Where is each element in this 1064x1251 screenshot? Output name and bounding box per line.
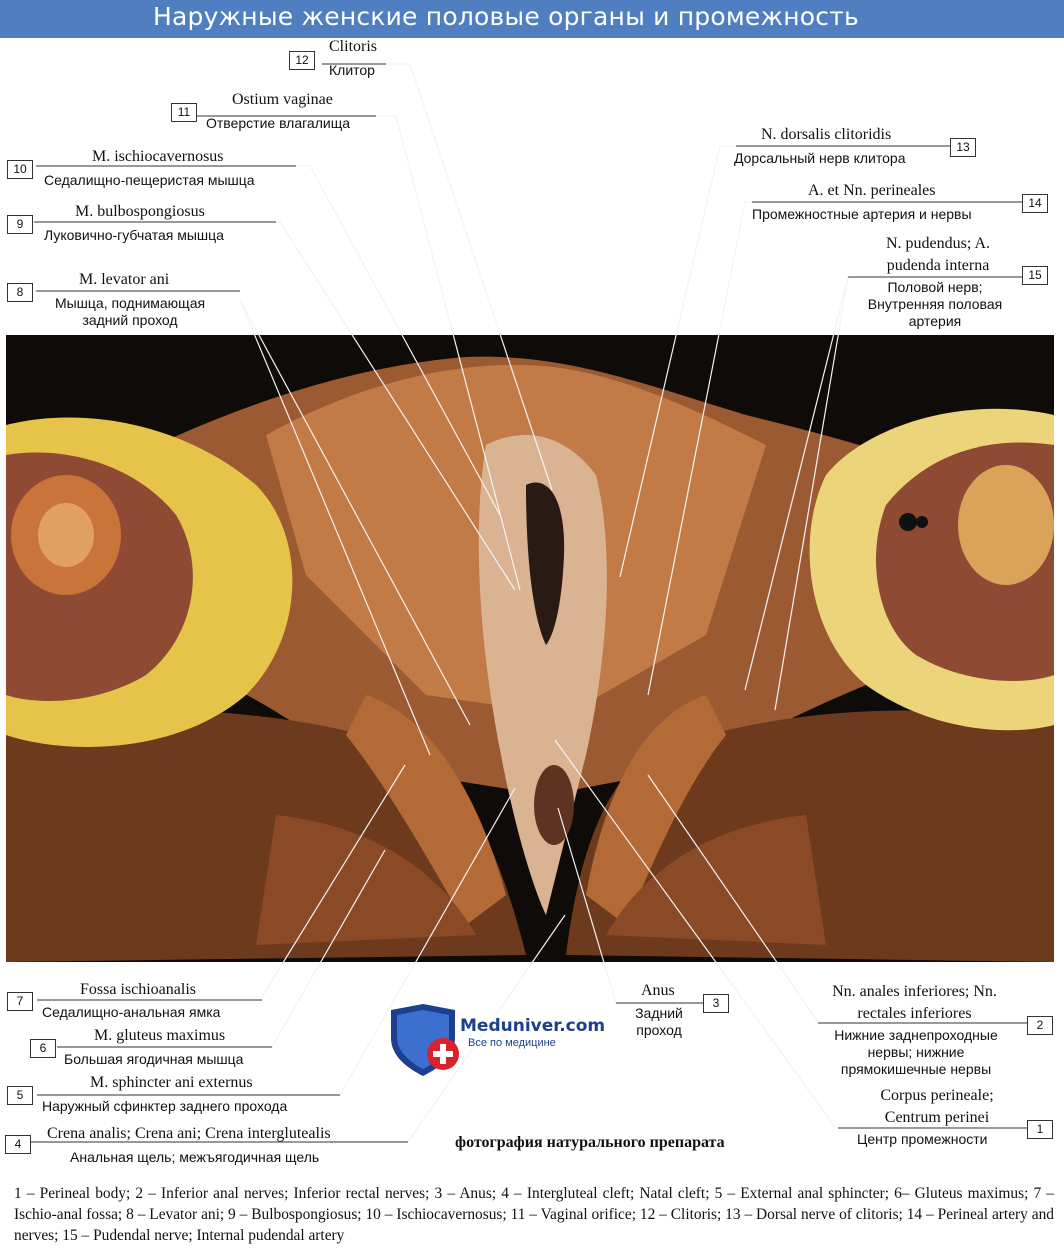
label-number-11: 11: [171, 103, 197, 122]
label-russian-13: Дорсальный нерв клитора: [734, 150, 906, 166]
label-russian-1: Центр промежности: [857, 1131, 988, 1147]
label-number-4: 4: [5, 1135, 31, 1154]
label-russian-11: Отверстие влагалища: [206, 115, 351, 131]
label-latin-11: Ostium vaginae: [232, 91, 333, 108]
label-russian-4: Анальная щель; межъягодичная щель: [70, 1149, 320, 1165]
leader-line-9: [276, 221, 516, 591]
label-number-14: 14: [1022, 194, 1048, 213]
label-number-3: 3: [703, 994, 729, 1013]
label-latin-13: N. dorsalis clitoridis: [761, 126, 892, 143]
label-russian-6: Большая ягодичная мышца: [64, 1051, 244, 1067]
label-russian-9: Луковично-губчатая мышца: [44, 227, 224, 243]
leader-line-10: [296, 165, 501, 516]
label-russian-7: Седалищно-анальная ямка: [42, 1004, 221, 1020]
leader-line-13: [619, 145, 736, 578]
photo-caption: фотография натурального препарата: [455, 1134, 725, 1151]
label-russian-8: Мышца, поднимающая задний проход: [54, 295, 206, 328]
label-russian-14: Промежностные артерия и нервы: [752, 206, 972, 222]
label-latin-3: Anus: [641, 982, 675, 999]
label-latin-5: M. sphincter ani externus: [90, 1074, 253, 1091]
label-russian-10: Седалищно-пещеристая мышца: [44, 172, 255, 188]
label-number-10: 10: [7, 160, 33, 179]
label-number-13: 13: [950, 138, 976, 157]
leader-line-15: [744, 276, 849, 711]
label-number-1: 1: [1027, 1120, 1053, 1139]
label-latin-9: M. bulbospongiosus: [75, 203, 205, 220]
label-number-12: 12: [289, 51, 315, 70]
label-number-7: 7: [7, 992, 33, 1011]
label-russian-15: Половой нерв; Внутренняя половая артерия: [867, 279, 1003, 329]
meduniver-logo: [391, 1004, 459, 1076]
label-latin-15: N. pudendus; A. pudenda interna: [886, 235, 990, 274]
leader-line-3: [557, 807, 617, 1004]
title-bar: Наружные женские половые органы и промеж…: [0, 0, 1064, 38]
leader-line-8: [239, 299, 471, 756]
label-russian-3: Задний проход: [635, 1005, 683, 1038]
logo-name[interactable]: Meduniver.com: [460, 1016, 606, 1036]
label-russian-2: Нижние заднепроходные нервы; нижние прям…: [834, 1027, 998, 1077]
leader-line-6: [271, 849, 386, 1048]
label-latin-14: A. et Nn. perineales: [808, 182, 936, 199]
label-latin-1: Corpus perineale; Centrum perinei: [880, 1087, 994, 1126]
label-latin-10: M. ischiocavernosus: [92, 148, 224, 165]
legend: 1 – Perineal body; 2 – Inferior anal ner…: [14, 1185, 1054, 1244]
label-latin-7: Fossa ischioanalis: [80, 981, 196, 998]
leader-line-11: [376, 115, 521, 591]
label-russian-5: Наружный сфинктер заднего прохода: [42, 1098, 288, 1114]
leader-line-4: [407, 914, 566, 1143]
leader-line-12: [386, 63, 553, 491]
label-number-9: 9: [7, 215, 33, 234]
leader-line-14: [647, 201, 756, 696]
leader-line-5: [339, 787, 516, 1096]
leader-line-2: [647, 774, 819, 1023]
leader-line-7: [259, 764, 406, 1001]
label-russian-12: Клитор: [329, 62, 375, 78]
label-number-2: 2: [1027, 1016, 1053, 1035]
label-latin-8: M. levator ani: [79, 271, 170, 288]
label-number-15: 15: [1022, 266, 1048, 285]
label-latin-12: Clitoris: [329, 38, 378, 55]
label-latin-4: Crena analis; Crena ani; Crena interglut…: [47, 1125, 331, 1142]
label-latin-2: Nn. anales inferiores; Nn. rectales infe…: [832, 983, 997, 1022]
leader-lines-group: [239, 63, 849, 1143]
label-number-5: 5: [7, 1086, 33, 1105]
label-number-6: 6: [30, 1039, 56, 1058]
logo-tagline: Все по медицине: [468, 1037, 556, 1049]
label-latin-6: M. gluteus maximus: [94, 1027, 226, 1044]
label-number-8: 8: [7, 283, 33, 302]
page-title: Наружные женские половые органы и промеж…: [153, 2, 859, 31]
leader-line-1: [554, 739, 837, 1129]
